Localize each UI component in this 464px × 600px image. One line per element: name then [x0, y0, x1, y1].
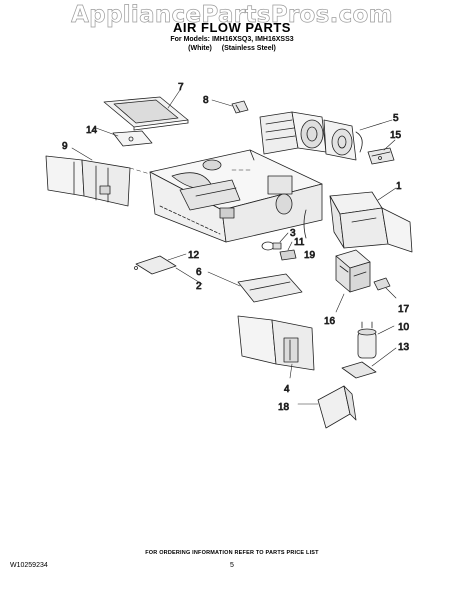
- leader-line: [359, 119, 393, 131]
- part-blower-assembly: [259, 111, 363, 161]
- part-transformer: [335, 249, 371, 293]
- leader-line: [289, 363, 293, 379]
- leader-line: [175, 267, 203, 285]
- part-lamp-socket: [279, 249, 297, 261]
- part-vent-grille: [317, 385, 357, 429]
- part-left-duct: [45, 155, 131, 207]
- leader-line: [279, 232, 289, 243]
- page-title: AIR FLOW PARTS: [173, 20, 291, 35]
- callout-7: 7: [178, 82, 184, 93]
- part-small-cover: [134, 255, 177, 275]
- part-filter-panel: [103, 96, 189, 131]
- part-lamp: [261, 241, 282, 251]
- callout-9: 9: [62, 141, 68, 152]
- leader-line: [129, 167, 151, 175]
- part-main-housing: [149, 149, 323, 243]
- part-plate: [112, 130, 153, 147]
- callout-2: 2: [196, 281, 202, 292]
- leader-line: [335, 293, 345, 313]
- callout-4: 4: [284, 384, 290, 395]
- leader-line: [287, 241, 293, 251]
- part-wire: [303, 209, 307, 239]
- part-right-duct: [329, 191, 413, 253]
- leader-line: [207, 271, 241, 287]
- leader-line: [71, 147, 93, 161]
- callout-1: 1: [396, 181, 402, 192]
- part-diode: [373, 277, 391, 291]
- part-filter-cover: [237, 273, 303, 303]
- callout-15: 15: [390, 130, 402, 141]
- variant-white: (White): [188, 45, 212, 52]
- leader-line: [383, 139, 396, 151]
- callout-3: 3: [290, 228, 296, 239]
- leader-line: [385, 287, 397, 299]
- ordering-note: FOR ORDERING INFORMATION REFER TO PARTS …: [145, 550, 319, 556]
- part-capacitor-bracket: [341, 361, 377, 379]
- callout-13: 13: [398, 342, 410, 353]
- watermark: AppliancePartsPros.com: [71, 2, 393, 29]
- callout-11: 11: [294, 237, 305, 248]
- part-clip: [231, 100, 249, 114]
- model-variants: (White) (Stainless Steel): [0, 45, 464, 52]
- callout-8: 8: [203, 95, 209, 106]
- leader-line: [167, 89, 181, 109]
- page-number: 5: [230, 562, 234, 569]
- part-duct-panel: [237, 315, 315, 371]
- variant-stainless: (Stainless Steel): [221, 45, 276, 52]
- leader-line: [377, 325, 395, 335]
- callout-19: 19: [304, 250, 316, 261]
- leader-line: [377, 187, 397, 201]
- leader-line: [371, 347, 397, 367]
- callout-5: 5: [393, 113, 399, 124]
- document-number: W10259234: [10, 562, 48, 569]
- callout-17: 17: [398, 304, 410, 315]
- callout-6: 6: [196, 267, 202, 278]
- leader-line: [211, 99, 233, 107]
- callout-16: 16: [324, 316, 336, 327]
- callout-12: 12: [188, 250, 200, 261]
- part-bracket: [367, 147, 395, 165]
- callout-10: 10: [398, 322, 410, 333]
- leader-line: [167, 253, 187, 261]
- callout-14: 14: [86, 125, 98, 136]
- part-capacitor: [357, 321, 377, 359]
- leader-line: [95, 127, 119, 137]
- callout-18: 18: [278, 402, 290, 413]
- models-line: For Models: IMH16XSQ3, IMH16XSS3: [170, 36, 294, 43]
